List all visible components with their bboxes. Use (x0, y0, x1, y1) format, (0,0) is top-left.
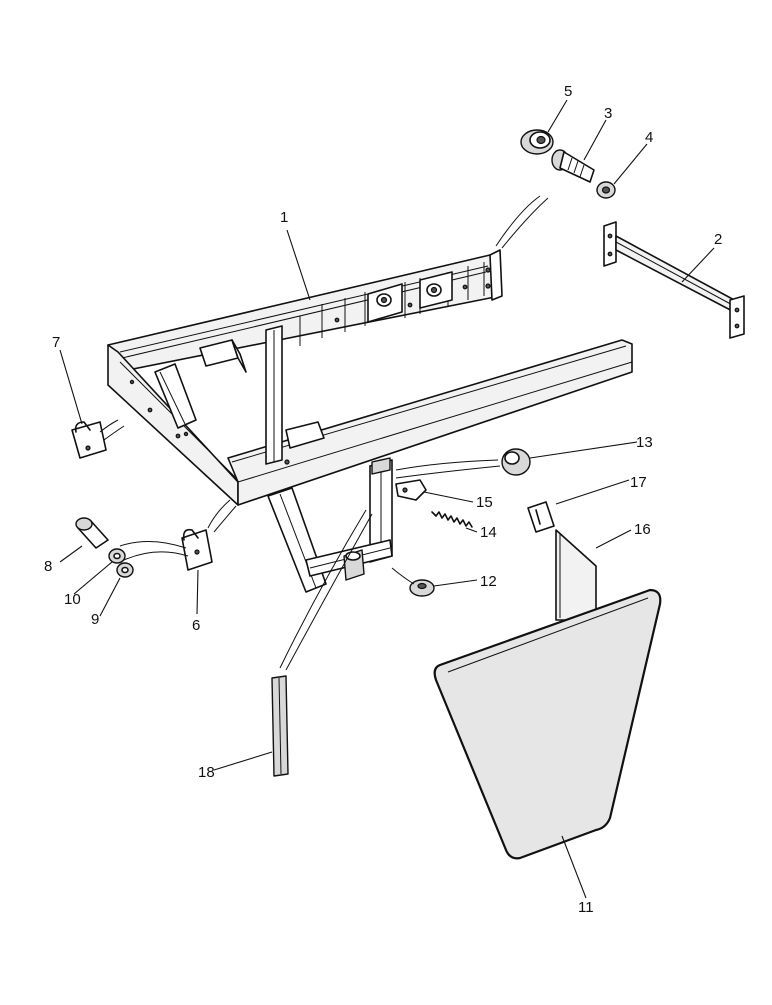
callout-2: 2 (714, 231, 722, 248)
part-foot-pad (409, 579, 435, 597)
callout-7: 7 (52, 334, 60, 351)
part-clip-left (71, 421, 107, 459)
part-side-panel (555, 529, 597, 621)
part-washer-9 (116, 562, 134, 578)
callout-5: 5 (564, 83, 572, 100)
callout-16: 16 (634, 521, 651, 538)
callout-10: 10 (64, 591, 81, 608)
callout-18: 18 (198, 764, 215, 781)
part-clip-lower (181, 528, 213, 571)
leader-lines (59, 99, 715, 899)
callout-1: 1 (280, 209, 288, 226)
part-spring (431, 511, 473, 528)
part-bushing (520, 129, 554, 155)
callout-14: 14 (480, 524, 497, 541)
callout-13: 13 (636, 434, 653, 451)
main-frame (107, 249, 633, 506)
part-clip-17 (527, 501, 555, 533)
callout-6: 6 (192, 617, 200, 634)
callout-11: 11 (578, 899, 594, 916)
part-bolt-large (551, 149, 595, 183)
callout-3: 3 (604, 105, 612, 122)
part-strip (271, 675, 289, 777)
part-washer-10 (108, 548, 126, 564)
part-cross-bar (603, 221, 745, 339)
assembly-guides (99, 195, 549, 671)
part-catch (395, 479, 427, 501)
callout-15: 15 (476, 494, 493, 511)
part-small-bolt (75, 517, 109, 549)
part-knob (501, 448, 531, 476)
callout-9: 9 (91, 611, 99, 628)
callout-17: 17 (630, 474, 647, 491)
callout-12: 12 (480, 573, 497, 590)
leg-assembly (267, 457, 393, 593)
callout-8: 8 (44, 558, 52, 575)
callouts: 1 2 3 4 5 6 7 8 9 10 11 12 13 14 15 16 1… (44, 83, 722, 916)
callout-4: 4 (645, 129, 653, 146)
part-tray-panel (433, 588, 662, 860)
part-nut (596, 181, 616, 199)
